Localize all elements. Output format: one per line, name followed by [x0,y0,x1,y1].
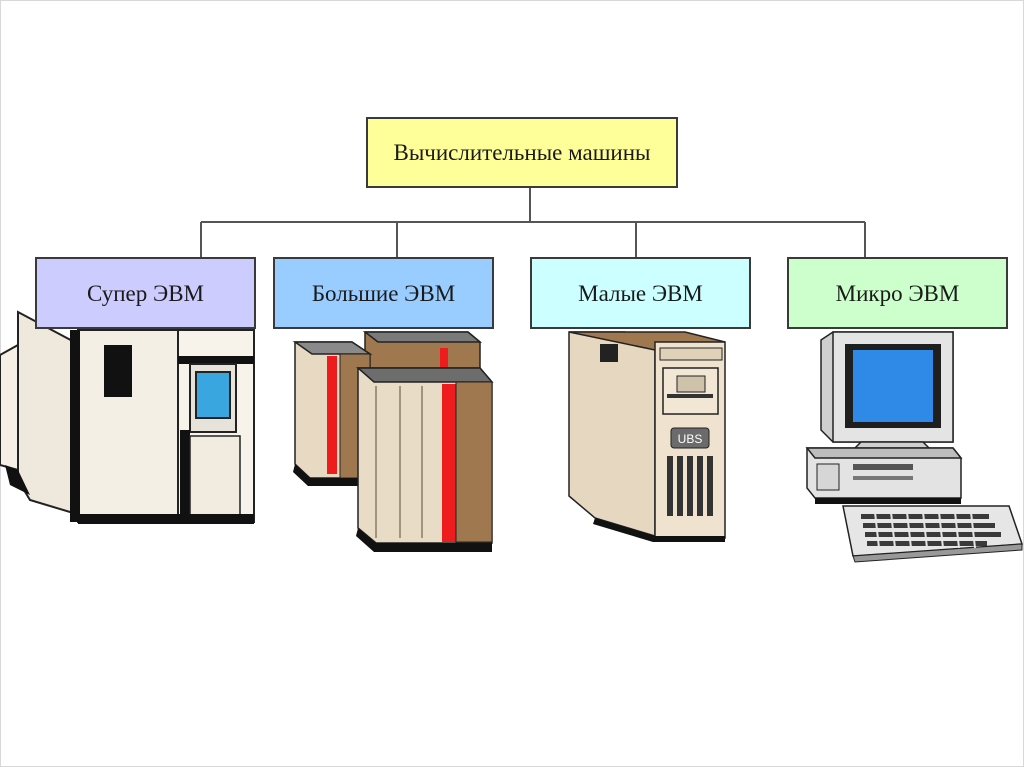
minicomputer-badge: UBS [678,432,703,446]
minicomputer-icon: UBS [568,331,726,542]
category-mainframe-label: Большие ЭВМ [311,280,456,306]
category-super: Супер ЭВМ [35,257,256,329]
category-micro-label: Микро ЭВМ [835,280,960,306]
supercomputer-icon [0,310,255,524]
category-micro: Микро ЭВМ [787,257,1008,329]
category-mini: Малые ЭВМ [530,257,751,329]
mainframe-icon [292,331,494,552]
microcomputer-icon [805,331,1024,563]
root-node: Вычислительные машины [366,117,678,188]
category-mainframe: Большие ЭВМ [273,257,494,329]
root-label: Вычислительные машины [393,140,651,165]
category-super-label: Супер ЭВМ [86,280,204,306]
category-mini-label: Малые ЭВМ [578,280,703,306]
